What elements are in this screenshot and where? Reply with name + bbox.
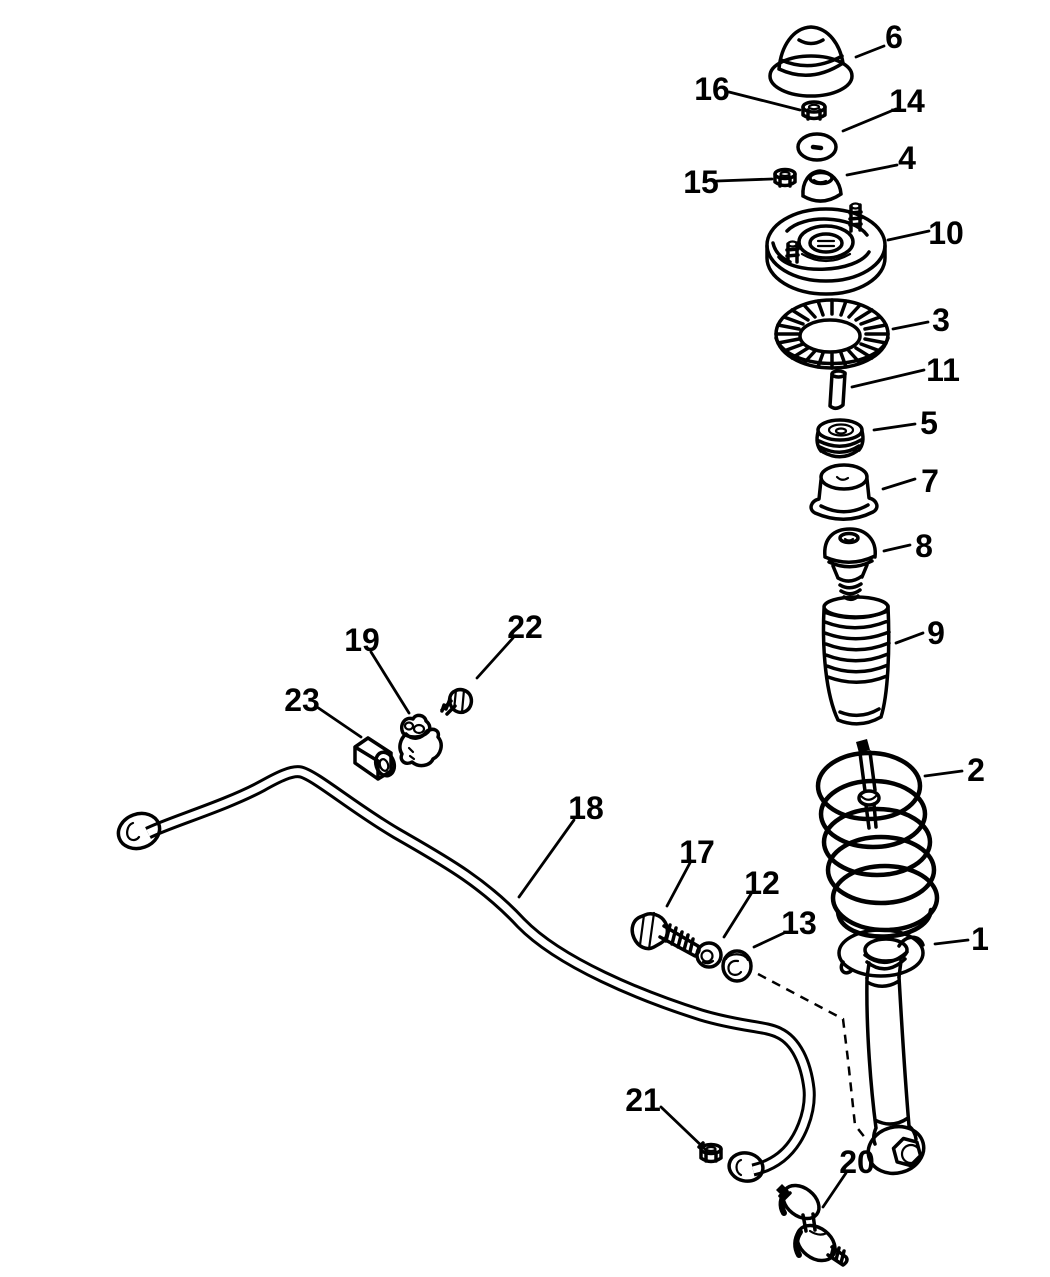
leader-3: [891, 320, 930, 331]
part-21-nut: [697, 1141, 723, 1164]
callout-18: 18: [568, 790, 604, 826]
leader-21: [659, 1105, 708, 1152]
part-19-bracket: [398, 713, 443, 768]
callout-6: 6: [885, 19, 903, 55]
part-14-washer: [796, 132, 838, 162]
callout-14: 14: [889, 83, 925, 119]
part-1-strut: [837, 928, 926, 1176]
callout-labels: 6 16 14 15 4 10 3 11 5 7 8 9 2 1 18 17 1…: [284, 19, 989, 1180]
leader-8: [882, 543, 912, 553]
callout-2: 2: [967, 752, 985, 788]
leader-2: [923, 769, 964, 778]
spring-perch: [837, 928, 925, 978]
seat-teeth: [774, 298, 890, 370]
part-6-upper-cap: [768, 25, 854, 98]
leader-10: [886, 229, 931, 242]
callout-1: 1: [971, 921, 989, 957]
part-4-bushing-cap: [801, 169, 843, 203]
callout-10: 10: [928, 215, 964, 251]
part-9-dust-boot: [821, 595, 891, 726]
leader-18: [517, 818, 576, 899]
leader-15: [715, 177, 774, 183]
part-18-stabilizer-bar: [116, 765, 816, 1183]
part-12-washer: [695, 941, 723, 969]
strut-tube: [865, 975, 918, 1146]
leader-12: [722, 892, 753, 939]
part-23-bushing: [353, 736, 397, 781]
callout-12: 12: [744, 865, 780, 901]
callout-9: 9: [927, 615, 945, 651]
rod-tip: [856, 739, 870, 753]
callout-21: 21: [625, 1082, 661, 1118]
callout-23: 23: [284, 682, 320, 718]
leader-7: [881, 477, 917, 491]
piston-rod: [858, 750, 878, 830]
part-7-cup: [809, 463, 879, 521]
leader-13: [752, 931, 786, 949]
part-13-retainer: [721, 949, 753, 983]
callout-22: 22: [507, 609, 543, 645]
part-5-bushing: [815, 418, 865, 459]
callout-5: 5: [920, 405, 938, 441]
callout-7: 7: [921, 463, 939, 499]
part-3-spring-seat: [774, 298, 890, 370]
part-20-stabilizer-link: [776, 1183, 849, 1267]
leader-23: [315, 705, 363, 739]
leader-16: [727, 90, 802, 112]
bar-left-eyelet: [116, 811, 162, 851]
bar-right-eyelet: [727, 1151, 765, 1183]
strut-lower-eye: [866, 1124, 926, 1176]
part-11-pin: [828, 369, 847, 410]
callout-4: 4: [898, 140, 916, 176]
leader-20: [821, 1171, 848, 1209]
leader-19: [369, 650, 411, 715]
part-8-jounce-bumper: [823, 527, 877, 601]
callout-19: 19: [344, 622, 380, 658]
mount-studs: [785, 203, 863, 265]
callout-15: 15: [683, 164, 719, 200]
part-10-strut-mount: [765, 202, 887, 296]
callout-8: 8: [915, 528, 933, 564]
part-15-nut: [773, 167, 797, 188]
callout-3: 3: [932, 302, 950, 338]
callout-13: 13: [781, 905, 817, 941]
part-16-nut: [801, 100, 827, 121]
callout-11: 11: [926, 352, 960, 388]
leader-14: [841, 107, 898, 133]
leader-1: [933, 938, 970, 946]
leader-22: [475, 636, 515, 680]
leader-4: [845, 163, 899, 177]
leader-6: [854, 44, 886, 59]
leader-lines: [315, 44, 970, 1209]
callout-17: 17: [679, 834, 715, 870]
link-lower-stud: [826, 1243, 849, 1267]
leader-11: [850, 368, 926, 389]
callout-16: 16: [694, 71, 730, 107]
callout-20: 20: [839, 1144, 875, 1180]
part-2-coil-spring: [815, 739, 940, 939]
leader-5: [872, 422, 917, 432]
leader-17: [665, 859, 693, 908]
eye-bolt-head: [891, 1136, 923, 1168]
assembly-dashed-line: [757, 972, 867, 1140]
part-22-screw: [440, 687, 474, 716]
leader-9: [894, 631, 925, 645]
